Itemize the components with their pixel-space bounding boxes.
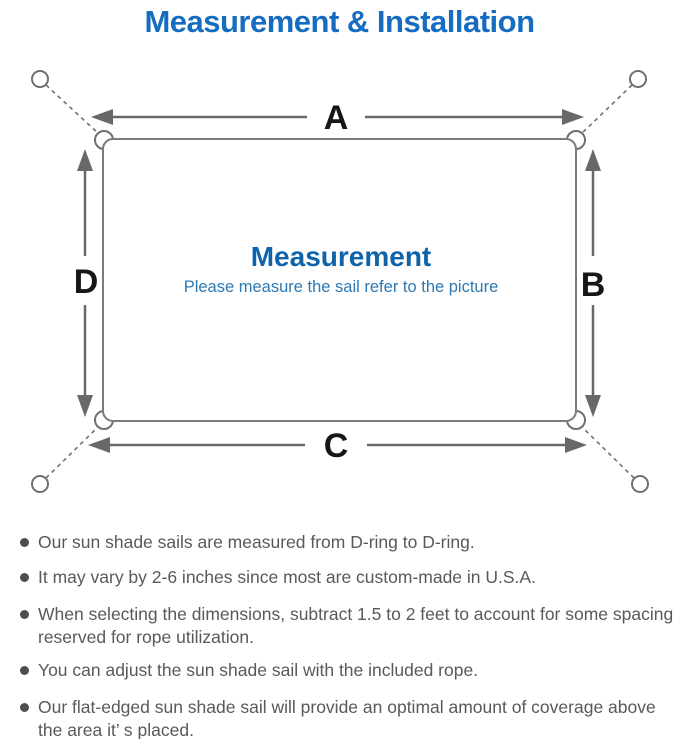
rope-top-right	[579, 84, 633, 136]
page-title: Measurement & Installation	[144, 4, 535, 39]
bullet-icon	[20, 538, 29, 547]
list-item: You can adjust the sun shade sail with t…	[0, 659, 679, 682]
note-text: You can adjust the sun shade sail with t…	[38, 660, 479, 680]
sail-outline	[102, 138, 577, 422]
diagram-center-heading: Measurement	[251, 241, 432, 272]
arrowhead-d-top-icon	[77, 149, 93, 171]
note-text: Our flat-edged sun shade sail will provi…	[38, 697, 656, 739]
dimension-arrow-a	[91, 109, 584, 125]
dimension-label-b: B	[581, 266, 606, 304]
arrowhead-c-left-icon	[88, 437, 110, 453]
dimension-label-c: C	[324, 427, 349, 465]
arrowhead-a-right-icon	[562, 109, 584, 125]
rope-bottom-right	[579, 424, 635, 479]
dimension-arrow-c	[88, 437, 587, 453]
diagram-center-caption: Please measure the sail refer to the pic…	[184, 278, 499, 296]
rope-bottom-left	[45, 424, 101, 479]
arrowhead-b-top-icon	[585, 149, 601, 171]
note-text: Our sun shade sails are measured from D-…	[38, 532, 475, 552]
bullet-icon	[20, 610, 29, 619]
anchor-point-bottom-right-icon	[631, 475, 649, 493]
bullet-icon	[20, 573, 29, 582]
note-text: It may vary by 2-6 inches since most are…	[38, 567, 536, 587]
notes-list: Our sun shade sails are measured from D-…	[0, 531, 679, 739]
dimension-arrow-b	[585, 149, 601, 417]
anchor-point-top-left-icon	[31, 70, 49, 88]
note-text: When selecting the dimensions, subtract …	[38, 604, 674, 647]
list-item: When selecting the dimensions, subtract …	[0, 603, 679, 649]
arrowhead-c-right-icon	[565, 437, 587, 453]
bullet-icon	[20, 666, 29, 675]
bullet-icon	[20, 703, 29, 712]
arrowhead-a-left-icon	[91, 109, 113, 125]
list-item: Our sun shade sails are measured from D-…	[0, 531, 679, 554]
dimension-label-a: A	[324, 99, 349, 137]
arrowhead-b-bottom-icon	[585, 395, 601, 417]
dimension-label-d: D	[74, 263, 99, 301]
anchor-points	[31, 70, 649, 493]
rope-top-left	[45, 84, 101, 136]
arrowhead-d-bottom-icon	[77, 395, 93, 417]
anchor-point-bottom-left-icon	[31, 475, 49, 493]
dimension-arrow-d	[77, 149, 93, 417]
list-item: Our flat-edged sun shade sail will provi…	[0, 696, 679, 739]
list-item: It may vary by 2-6 inches since most are…	[0, 566, 679, 589]
anchor-point-top-right-icon	[629, 70, 647, 88]
measurement-diagram: A C D B Measurement Please measure the s…	[31, 70, 649, 493]
